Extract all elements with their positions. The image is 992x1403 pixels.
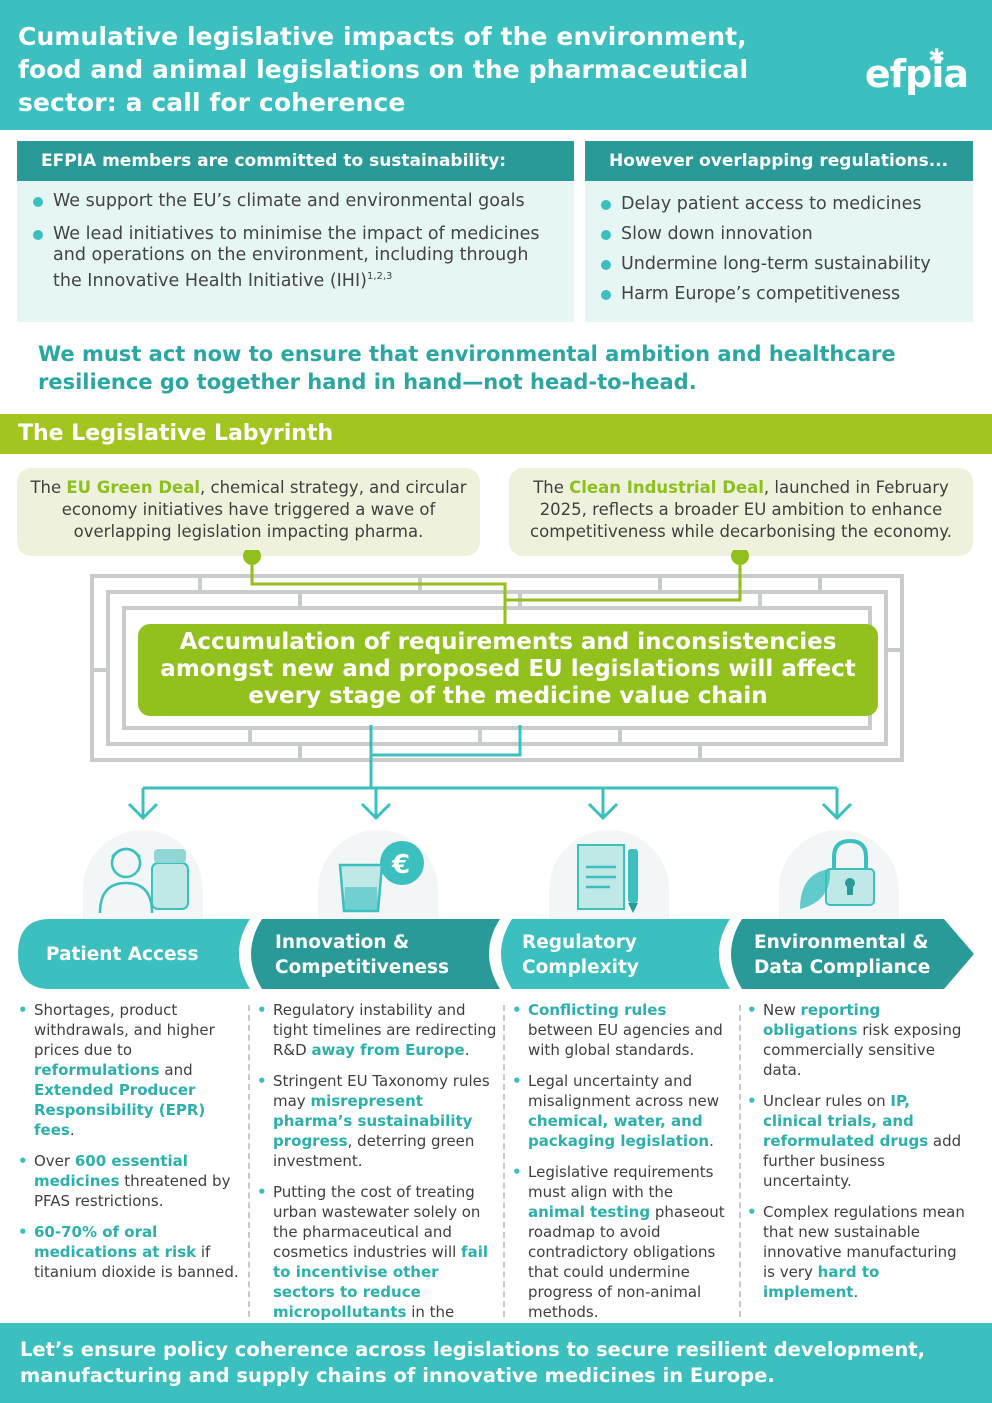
document-pen-icon bbox=[577, 844, 638, 913]
callout-statement: We must act now to ensure that environme… bbox=[38, 342, 896, 394]
column-regulatory: Conflicting rules between EU agencies an… bbox=[512, 1000, 734, 1333]
patient-medicine-icon bbox=[98, 847, 189, 914]
bullet: Regulatory instability and tight timelin… bbox=[257, 1000, 497, 1060]
category-patient-access: Patient Access bbox=[46, 944, 199, 965]
bullet: New reporting obligations risk exposing … bbox=[747, 1000, 973, 1080]
bullet: Stringent EU Taxonomy rules may misrepre… bbox=[257, 1071, 497, 1171]
category-band bbox=[18, 919, 974, 989]
flow-arrows bbox=[127, 725, 853, 821]
footer-banner: Let’s ensure policy coherence across leg… bbox=[0, 1323, 992, 1403]
column-patient-access: Shortages, product withdrawals, and high… bbox=[18, 1000, 240, 1293]
connector-dot bbox=[731, 550, 749, 565]
bullet: Over 600 essential medicines threatened … bbox=[18, 1151, 240, 1211]
members-item: We lead initiatives to minimise the impa… bbox=[33, 224, 560, 292]
green-deal-box: The EU Green Deal, chemical strategy, an… bbox=[17, 468, 480, 556]
bullet: Conflicting rules between EU agencies an… bbox=[512, 1000, 734, 1060]
svg-text:€: € bbox=[391, 850, 410, 880]
members-box-heading: EFPIA members are committed to sustainab… bbox=[17, 141, 574, 181]
logo-text: efpia bbox=[864, 52, 969, 96]
bullet: Complex regulations mean that new sustai… bbox=[747, 1202, 973, 1302]
clean-industrial-deal-highlight: Clean Industrial Deal bbox=[569, 478, 764, 497]
efpia-logo: efpia ✱ bbox=[864, 44, 969, 96]
header-banner: Cumulative legislative impacts of the en… bbox=[0, 0, 992, 130]
center-message-box: Accumulation of requirements and inconsi… bbox=[138, 624, 878, 716]
column-divider bbox=[503, 1005, 505, 1317]
bullet: Unclear rules on IP, clinical trials, an… bbox=[747, 1091, 973, 1191]
regulation-item: Delay patient access to medicines bbox=[601, 194, 959, 215]
bullet: Legal uncertainty and misalignment acros… bbox=[512, 1071, 734, 1151]
leaf-lock-icon bbox=[800, 838, 875, 909]
regulations-box-heading: However overlapping regulations... bbox=[585, 141, 973, 181]
members-box: EFPIA members are committed to sustainab… bbox=[17, 141, 574, 322]
bullet: Legislative requirements must align with… bbox=[512, 1162, 734, 1322]
measuring-cup-euro-icon: € bbox=[338, 841, 424, 913]
regulation-item: Harm Europe’s competitiveness bbox=[601, 284, 959, 305]
logo-star-icon: ✱ bbox=[928, 44, 945, 68]
column-divider bbox=[739, 1005, 741, 1317]
column-innovation: Regulatory instability and tight timelin… bbox=[257, 1000, 497, 1353]
regulations-box: However overlapping regulations... Delay… bbox=[585, 141, 973, 322]
bullet: 60-70% of oral medications at risk if ti… bbox=[18, 1222, 240, 1282]
category-environmental: Environmental &Data Compliance bbox=[754, 932, 931, 978]
green-deal-highlight: EU Green Deal bbox=[66, 478, 201, 497]
regulation-item: Undermine long-term sustainability bbox=[601, 254, 959, 275]
bullet: Shortages, product withdrawals, and high… bbox=[18, 1000, 240, 1140]
connector-dot bbox=[243, 550, 261, 565]
category-innovation: Innovation &Competitiveness bbox=[275, 932, 450, 978]
bullet: Putting the cost of treating urban waste… bbox=[257, 1182, 497, 1342]
clean-industrial-deal-box: The Clean Industrial Deal, launched in F… bbox=[509, 468, 973, 556]
page-title: Cumulative legislative impacts of the en… bbox=[18, 22, 749, 117]
regulation-item: Slow down innovation bbox=[601, 224, 959, 245]
footnote-ref: 1,2,3 bbox=[366, 271, 393, 282]
column-environmental: New reporting obligations risk exposing … bbox=[747, 1000, 973, 1313]
labyrinth-section-title: The Legislative Labyrinth bbox=[0, 414, 992, 454]
column-divider bbox=[248, 1005, 250, 1317]
members-item: We support the EU’s climate and environm… bbox=[33, 191, 560, 212]
